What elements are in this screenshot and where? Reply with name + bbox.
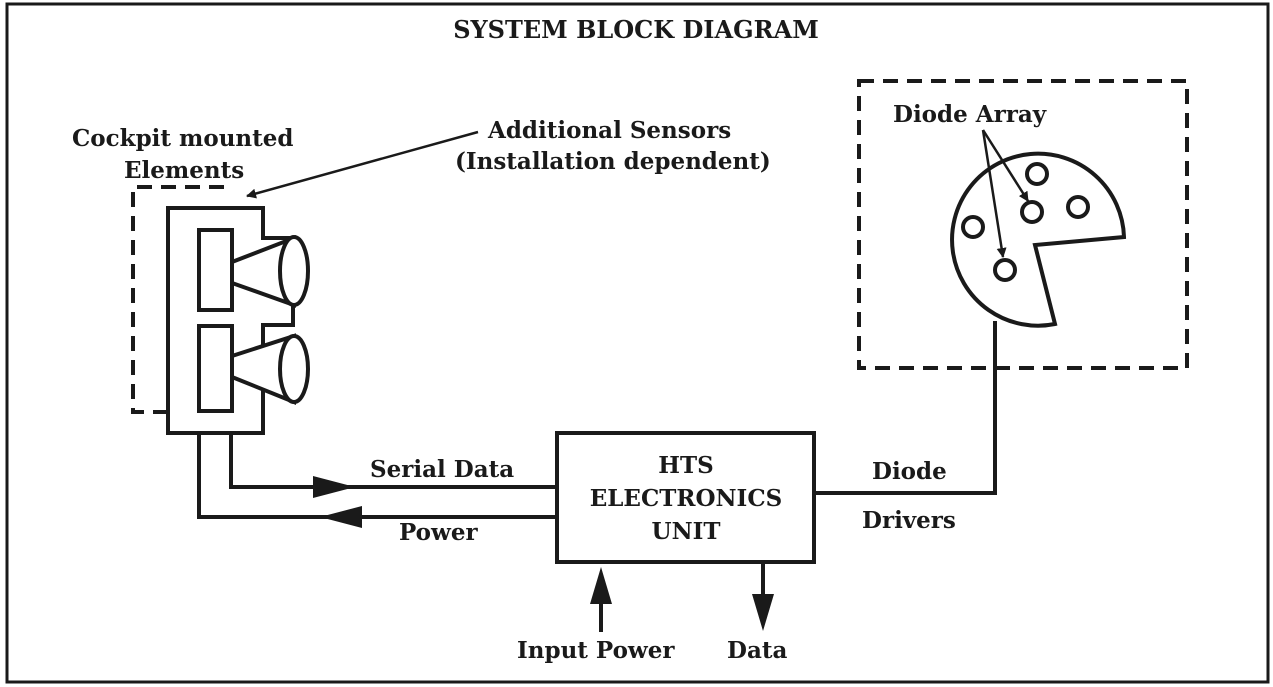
cockpit-label-line2: Elements	[124, 157, 244, 184]
upper-sensor-block	[197, 228, 234, 312]
diode-array-pointer-1	[981, 129, 1030, 202]
diode-3	[1066, 195, 1090, 219]
power-arrowhead	[320, 506, 362, 528]
input-power-arrowhead	[590, 567, 612, 604]
data-out-arrowhead	[752, 594, 774, 631]
power-label: Power	[399, 519, 478, 546]
electronics-unit-line2: ELECTRONICS	[590, 485, 783, 512]
upper-sensor-lens	[278, 235, 310, 307]
diode-drivers-label-line2: Drivers	[862, 507, 956, 534]
diagram-title: SYSTEM BLOCK DIAGRAM	[453, 15, 819, 44]
additional-sensors-arrow	[246, 130, 479, 199]
power-line	[197, 433, 557, 519]
diode-array-pointer-2	[981, 129, 1007, 258]
electronics-unit-line3: UNIT	[652, 518, 721, 545]
lower-sensor-block	[197, 324, 234, 413]
cockpit-dashed-enclosure	[131, 185, 231, 414]
additional-sensors-label-line2: (Installation dependent)	[455, 148, 771, 175]
diode-5	[993, 258, 1017, 282]
cockpit-label-line1: Cockpit mounted	[72, 125, 294, 152]
diagram-frame	[5, 2, 1270, 684]
serial-data-label: Serial Data	[370, 456, 514, 483]
serial-data-line	[229, 433, 557, 489]
diode-1	[1025, 162, 1049, 186]
electronics-unit-line1: HTS	[658, 452, 713, 479]
diode-array-dashed-enclosure	[857, 79, 1189, 370]
serial-data-arrowhead	[313, 476, 355, 498]
lower-sensor-lens	[278, 334, 310, 404]
diode-drivers-line	[814, 321, 997, 495]
diode-4	[961, 215, 985, 239]
additional-sensors-label-line1: Additional Sensors	[487, 117, 731, 144]
diode-2	[1020, 200, 1044, 224]
diode-drivers-label-line1: Diode	[872, 458, 947, 485]
input-power-label: Input Power	[517, 637, 675, 664]
hts-electronics-unit	[555, 431, 816, 564]
data-out-label: Data	[727, 637, 787, 664]
diode-array-label: Diode Array	[893, 101, 1047, 128]
